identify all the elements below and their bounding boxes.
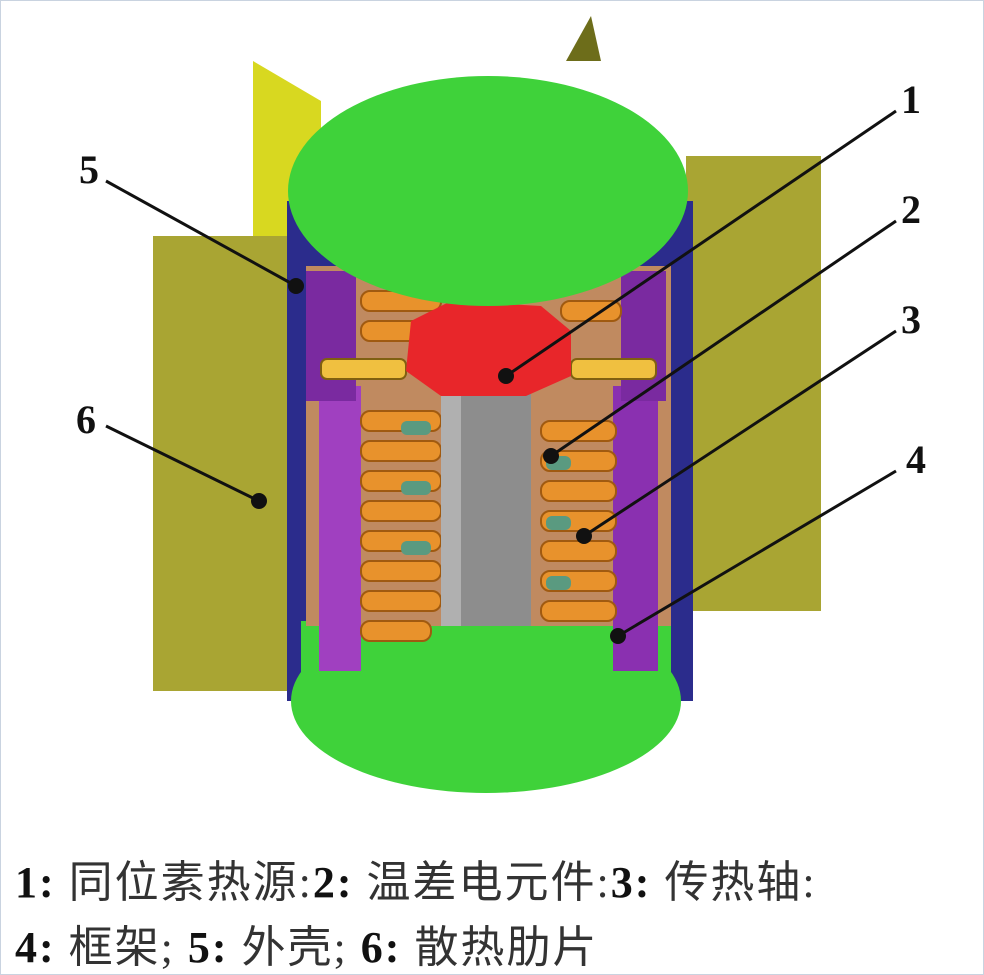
top-cap — [288, 76, 688, 306]
callout-1: 1 — [901, 77, 921, 122]
callout-2: 2 — [901, 187, 921, 232]
fin-top-right — [566, 16, 601, 61]
frame-left-top — [306, 271, 356, 401]
caption-num: 1: — [15, 858, 56, 907]
callout-5: 5 — [79, 147, 99, 192]
caption-text: 传热轴: — [651, 858, 817, 907]
caption-text: 框架; — [55, 923, 188, 972]
caption-text: 温差电元件: — [353, 858, 611, 907]
frame-right — [613, 386, 658, 671]
shaft-highlight — [441, 381, 461, 626]
callout-4: 4 — [906, 437, 926, 482]
caption-line-1: 1: 同位素热源:2: 温差电元件:3: 传热轴: — [15, 846, 817, 910]
fin-right — [686, 156, 821, 611]
caption-text: 散热肋片 — [401, 923, 599, 972]
caption-num: 6: — [360, 923, 402, 972]
caption-num: 4: — [15, 923, 56, 972]
callout-3: 3 — [901, 297, 921, 342]
caption-line-2: 4: 框架; 5: 外壳; 6: 散热肋片 — [15, 911, 599, 974]
isotope-heat-source — [406, 301, 571, 396]
caption-num: 5: — [187, 923, 229, 972]
caption-num: 3: — [610, 858, 652, 907]
callout-6: 6 — [76, 397, 96, 442]
frame-left — [319, 386, 361, 671]
caption-text: 同位素热源: — [55, 858, 313, 907]
caption-text: 外壳; — [228, 923, 361, 972]
leader-dots — [251, 278, 626, 644]
leader-lines — [105, 109, 897, 638]
caption-num: 2: — [312, 858, 354, 907]
fin-left — [153, 236, 303, 691]
